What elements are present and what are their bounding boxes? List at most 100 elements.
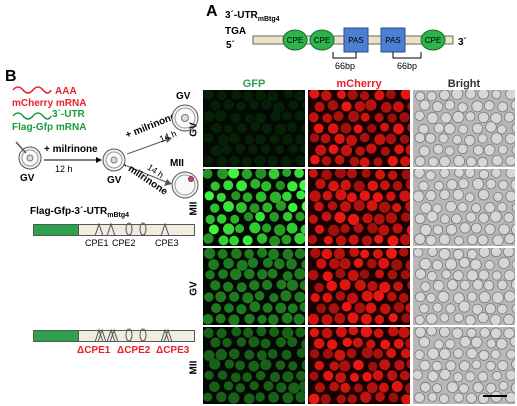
oocyte-cell: [441, 269, 452, 280]
oocyte-cell: [248, 336, 260, 348]
oocyte-cell: [346, 134, 358, 146]
oocyte-cell: [269, 191, 282, 203]
oocyte-cell: [328, 144, 339, 155]
oocyte-cell: [406, 225, 410, 236]
oocyte-cell: [347, 269, 359, 281]
micrograph-bright-row1: [413, 90, 515, 167]
oocyte-cell: [335, 372, 347, 383]
oocyte-cell: [349, 248, 360, 257]
oocyte-cell: [431, 259, 444, 271]
oocyte-cell: [379, 359, 391, 371]
oocyte-cell: [224, 303, 234, 313]
utr-title: 3´-UTRmBtg4: [225, 10, 280, 25]
aaa-label: AAA: [55, 86, 77, 97]
oocyte-cell: [337, 90, 346, 100]
oocyte-cell: [315, 178, 326, 189]
spacer-bracket-1: [332, 52, 357, 59]
oocyte-cell: [228, 132, 240, 144]
oocyte-cell: [375, 392, 385, 402]
oocyte-cell: [400, 234, 410, 246]
oocyte-cell: [346, 169, 357, 179]
oocyte-cell: [503, 327, 515, 340]
oocyte-cell: [452, 134, 463, 145]
micrograph-bright-row3: [413, 248, 515, 325]
row-label-gv-1: GV: [188, 122, 200, 137]
oocyte-cell: [394, 144, 404, 155]
spacer-bracket-2: [392, 52, 422, 59]
oocyte-cell: [223, 281, 234, 292]
oocyte-cell: [340, 224, 350, 234]
cpe3-label: CPE3: [155, 238, 179, 248]
oocyte-cell: [378, 257, 390, 269]
oocyte-cell: [418, 145, 431, 157]
oocyte-cell: [335, 327, 347, 338]
oocyte-cell: [209, 381, 220, 393]
oocyte-cell: [293, 313, 305, 325]
oocyte-cell: [281, 234, 292, 245]
oocyte-cell: [472, 381, 484, 394]
oocyte-cell: [464, 192, 475, 203]
oocyte-cell: [322, 348, 333, 359]
oocyte-cell: [367, 222, 378, 234]
oocyte-cell: [469, 258, 482, 271]
oocyte-cell: [203, 233, 214, 244]
oocyte-cell: [322, 190, 333, 201]
oocyte-cell: [399, 190, 410, 202]
oocyte-cell: [406, 359, 410, 369]
panel-b-letter: B: [5, 68, 17, 85]
oocyte-cell: [215, 110, 227, 122]
oocyte-cell: [378, 201, 391, 213]
oocyte-cell: [287, 303, 298, 314]
oocyte-cell: [392, 223, 403, 234]
oocyte-cell: [503, 212, 515, 223]
oocyte-cell: [261, 181, 272, 192]
oocyte-cell: [221, 144, 232, 155]
oocyte-cell: [241, 169, 253, 180]
oocyte-cell: [511, 303, 515, 314]
oocyte-cell: [427, 347, 440, 360]
oocyte-cell: [362, 372, 372, 382]
oocyte-cell: [399, 370, 410, 381]
oocyte-cell: [400, 270, 410, 280]
oocyte-cell: [321, 314, 333, 325]
oocyte-cell: [299, 301, 305, 313]
oocyte-cell: [223, 381, 234, 391]
oocyte-cell: [328, 303, 340, 314]
oocyte-cell: [452, 270, 464, 282]
oocyte-cell: [296, 348, 305, 358]
construct-wt: [33, 224, 195, 236]
oocyte-cell: [249, 222, 261, 234]
oocyte-cell: [282, 169, 292, 177]
oocyte-mii: [171, 171, 199, 199]
oocyte-cell: [209, 224, 219, 235]
oocyte-cell: [393, 338, 404, 349]
oocyte-cell: [347, 312, 359, 324]
oocyte-cell: [203, 314, 214, 325]
oocyte-cell: [415, 91, 426, 102]
mrna-wave-green: [12, 112, 52, 120]
oocyte-cell: [255, 90, 266, 101]
oocyte-cell: [392, 203, 402, 213]
oocyte-cell: [366, 339, 376, 349]
oocyte-cell: [477, 312, 489, 324]
oocyte-cell: [267, 156, 278, 167]
utr3-label: 3´-UTR: [52, 109, 85, 120]
oocyte-cell: [334, 349, 346, 361]
oocyte-cell: [228, 392, 240, 404]
oocyte-cell: [230, 372, 241, 383]
oocyte-cell: [471, 203, 482, 214]
oocyte-cell: [401, 394, 410, 404]
oocyte-cell: [299, 280, 305, 291]
oocyte-cell: [458, 178, 470, 190]
oocyte-cell: [309, 133, 320, 143]
oocyte-cell: [459, 222, 471, 234]
oocyte-cell: [414, 213, 426, 225]
oocyte-cell: [236, 304, 247, 315]
oocyte-cell: [216, 214, 227, 224]
oocyte-cell: [426, 271, 438, 282]
oocyte-cell: [419, 223, 432, 236]
oocyte-cell: [262, 257, 273, 268]
oocyte-cell: [321, 156, 332, 166]
oocyte-cell: [453, 155, 466, 167]
oocyte-cell: [269, 371, 280, 383]
